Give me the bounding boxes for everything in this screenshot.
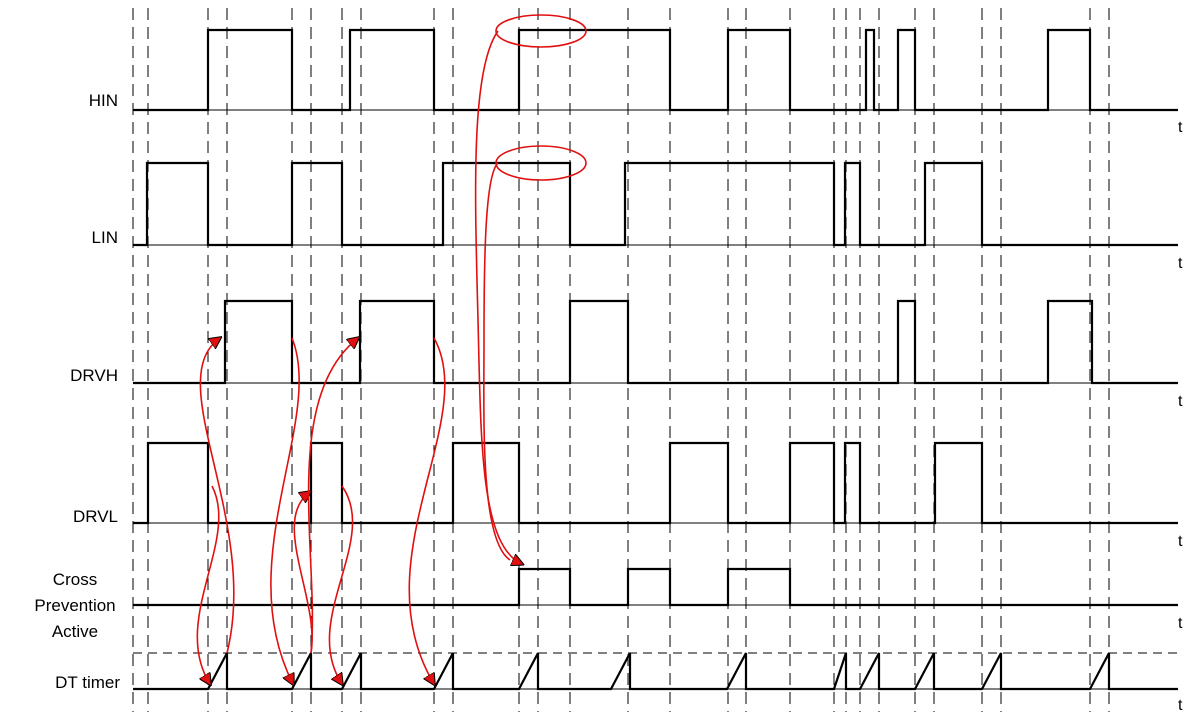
t-label-dt: t (1178, 697, 1183, 714)
arrow-hin-to-cross (474, 30, 522, 564)
label-cross-line2: Prevention (34, 596, 115, 615)
waveform-lin (133, 161, 1178, 247)
label-hin: HIN (89, 91, 118, 110)
label-cross-line3: Active (52, 622, 98, 641)
waveform-dt (133, 652, 1178, 691)
arrow-drvl-to-dt-3 (328, 485, 354, 684)
arrow-drvh-to-dt-2 (270, 337, 300, 684)
t-label-drvl: t (1178, 533, 1183, 550)
label-cross-line1: Cross (53, 570, 97, 589)
arrow-dt-to-drvh-1 (199, 338, 235, 654)
arrow-dt-to-drvh-3 (307, 338, 358, 654)
label-drvl: DRVL (73, 507, 118, 526)
dashed-time-guides (132, 8, 1110, 712)
waveform-cross (133, 567, 1178, 607)
arrow-drvh-to-dt-4 (408, 337, 446, 684)
trace-hin (133, 28, 1178, 112)
label-drvh: DRVH (70, 366, 118, 385)
t-label-cross: t (1178, 615, 1183, 632)
t-label-hin: t (1178, 119, 1183, 136)
label-dt-timer: DT timer (55, 673, 120, 692)
trace-cross (133, 567, 1178, 607)
highlight-ellipse-hin (495, 14, 587, 48)
t-label-drvh: t (1178, 393, 1183, 410)
t-label-lin: t (1178, 255, 1183, 272)
waveforms (133, 28, 1178, 691)
waveform-drvh (133, 299, 1178, 385)
label-lin: LIN (92, 228, 118, 247)
highlight-ellipse-lin (495, 145, 587, 181)
trace-lin (133, 161, 1178, 247)
red-annotations (196, 14, 587, 684)
time-axis-labels: t t t t t t (1178, 119, 1183, 714)
trace-drvh (133, 299, 1178, 385)
arrow-drvl-to-dt-1 (196, 485, 220, 684)
trace-dt (133, 652, 1178, 691)
signal-labels: HIN LIN DRVH DRVL Cross Prevention Activ… (34, 91, 120, 692)
arrow-lin-to-cross (483, 162, 511, 561)
waveform-hin (133, 28, 1178, 112)
